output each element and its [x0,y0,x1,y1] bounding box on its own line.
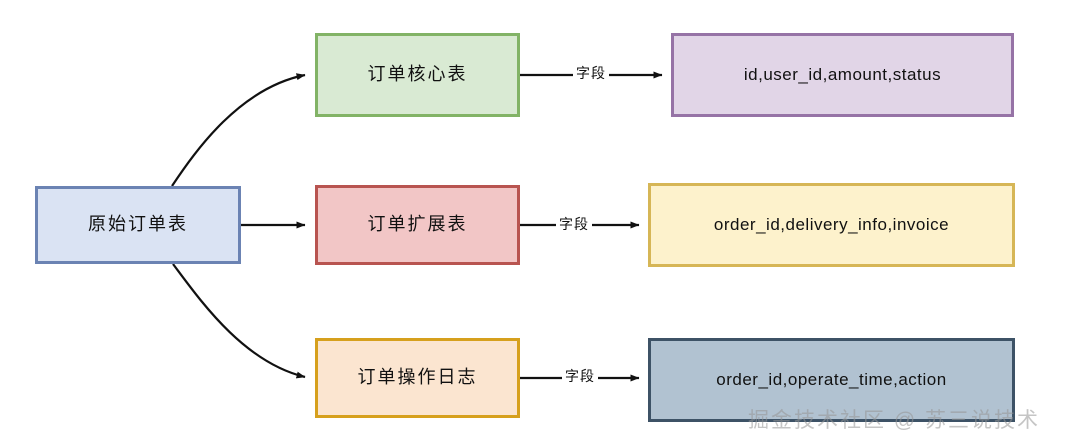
node-extension-fields[interactable]: order_id,delivery_info,invoice [648,183,1015,267]
node-label: order_id,delivery_info,invoice [713,214,950,234]
node-order-extension-table[interactable]: 订单扩展表 [315,185,520,265]
node-label: id,user_id,amount,status [743,64,942,84]
node-label: 订单操作日志 [357,367,478,388]
edge-source-to-core [171,73,306,187]
edge-label-core-fields: 字段 [573,63,609,83]
node-core-fields[interactable]: id,user_id,amount,status [671,33,1014,117]
node-label: 订单核心表 [367,64,468,85]
node-label: order_id,operate_time,action [716,369,947,389]
watermark: 掘金技术社区 @ 苏三说技术 [748,409,1040,432]
edge-label-extension-fields: 字段 [556,214,592,234]
node-label: 订单扩展表 [367,214,468,235]
node-log-fields[interactable]: order_id,operate_time,action [648,338,1015,422]
edge-source-to-log [172,263,306,379]
node-source-order-table[interactable]: 原始订单表 [35,186,241,264]
node-order-operation-log[interactable]: 订单操作日志 [315,338,520,418]
node-order-core-table[interactable]: 订单核心表 [315,33,520,117]
node-label: 原始订单表 [88,214,188,235]
edge-label-log-fields: 字段 [562,366,598,386]
